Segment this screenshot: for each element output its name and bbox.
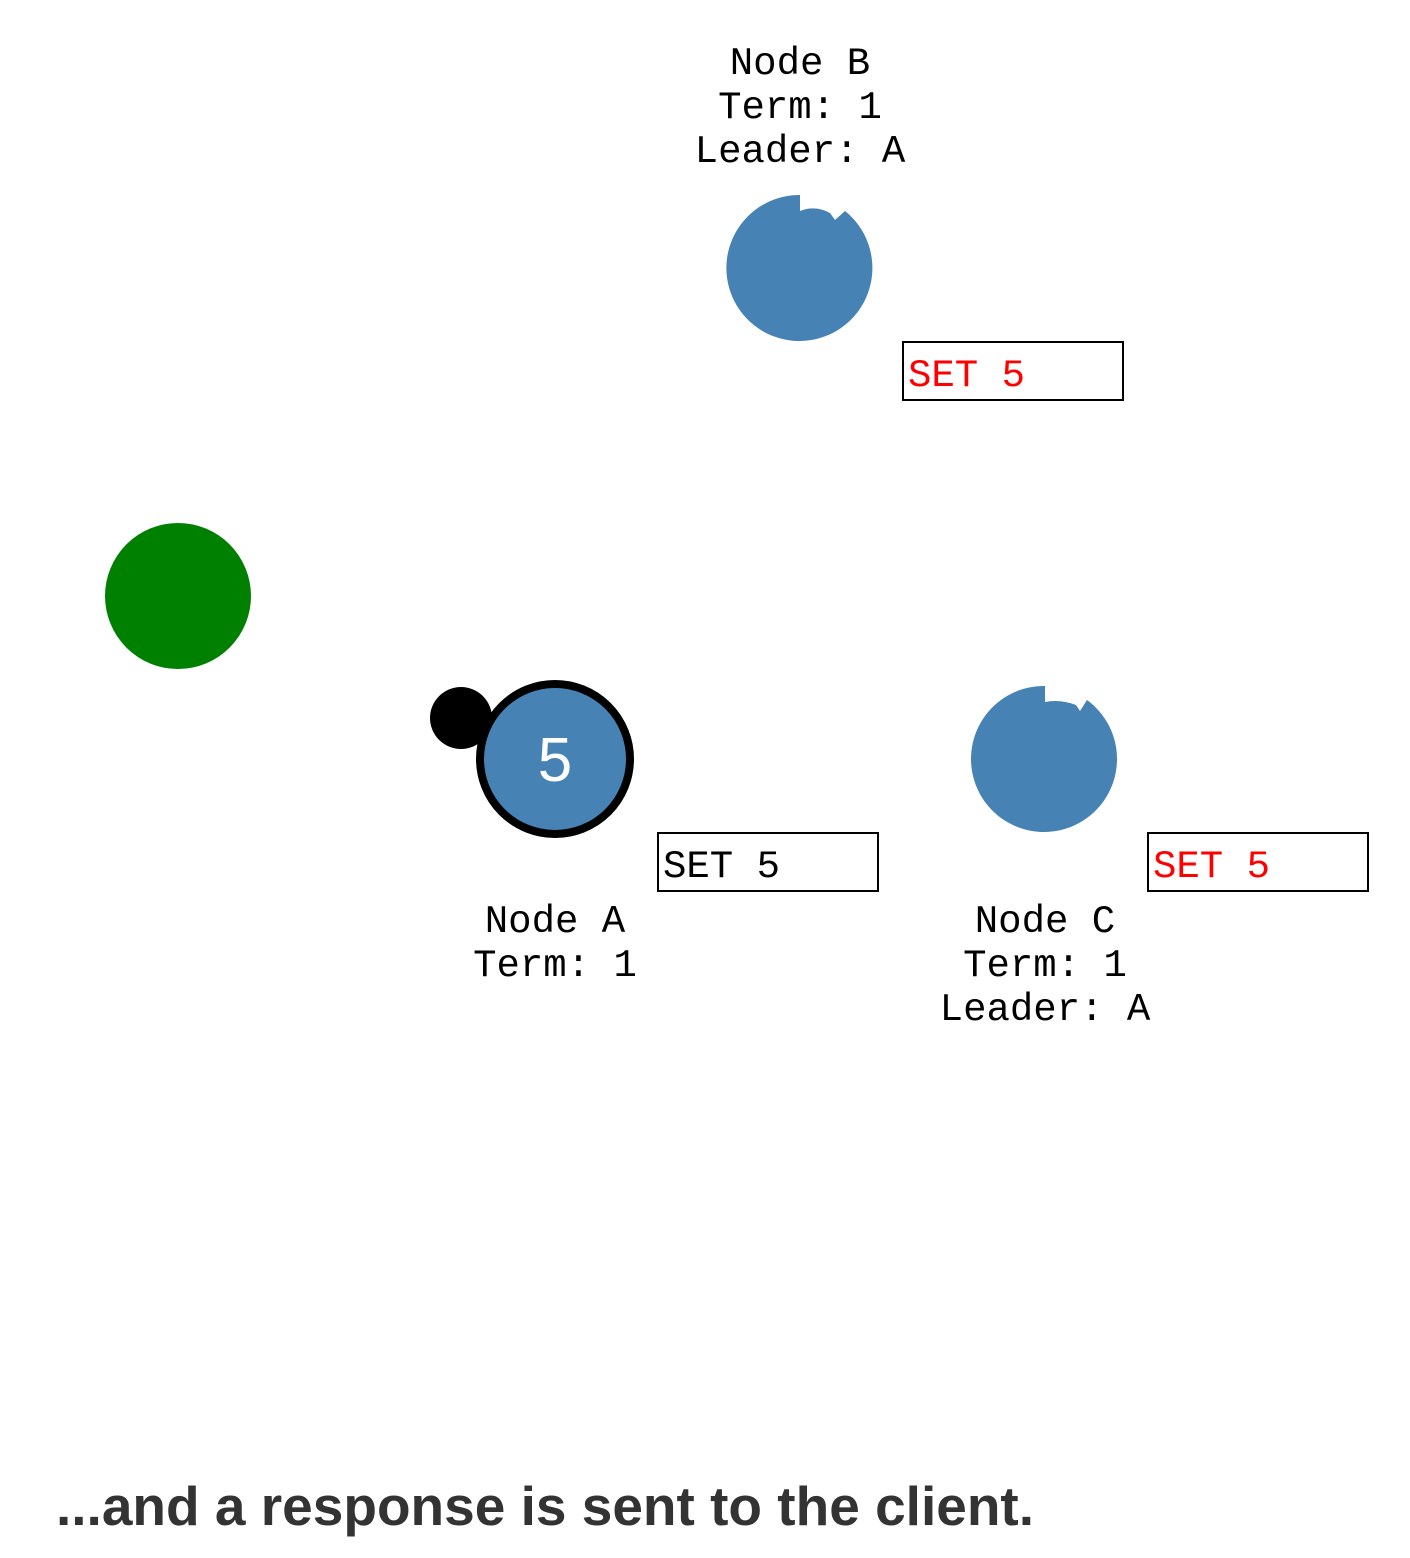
- node-c-leader: Leader: A: [940, 988, 1151, 1032]
- node-b-log-box: [902, 341, 1124, 401]
- node-b-log: SET 5: [902, 341, 1124, 401]
- node-a-log: SET 5: [657, 832, 879, 892]
- node-a: 5 SET 5 Node A Term: 1: [430, 680, 879, 988]
- node-b-name: Node B: [730, 42, 870, 86]
- node-b-term: Term: 1: [718, 86, 882, 130]
- node-c-term: Term: 1: [963, 944, 1127, 988]
- node-b-circle: [726, 194, 873, 341]
- node-c-name: Node C: [975, 900, 1115, 944]
- node-c: SET 5 Node C Term: 1 Leader: A: [940, 685, 1369, 1032]
- node-a-log-entry: SET 5: [663, 845, 780, 889]
- node-a-term: Term: 1: [473, 944, 637, 988]
- caption: ...and a response is sent to the client.: [56, 1475, 1035, 1537]
- node-a-name: Node A: [485, 900, 626, 944]
- node-a-log-box: [657, 832, 879, 892]
- response-message-dot: [430, 687, 492, 749]
- client: [105, 523, 251, 669]
- node-b: Node B Term: 1 Leader: A SET 5: [695, 42, 1124, 401]
- node-a-circle: [476, 680, 634, 838]
- node-c-circle: [971, 685, 1118, 832]
- node-c-log-entry: SET 5: [1153, 845, 1270, 889]
- node-c-log-box: [1147, 832, 1369, 892]
- node-b-log-entry: SET 5: [908, 354, 1025, 398]
- node-c-log: SET 5: [1147, 832, 1369, 892]
- node-b-leader: Leader: A: [695, 130, 906, 174]
- node-a-value: 5: [538, 726, 572, 795]
- client-circle-icon: [105, 523, 251, 669]
